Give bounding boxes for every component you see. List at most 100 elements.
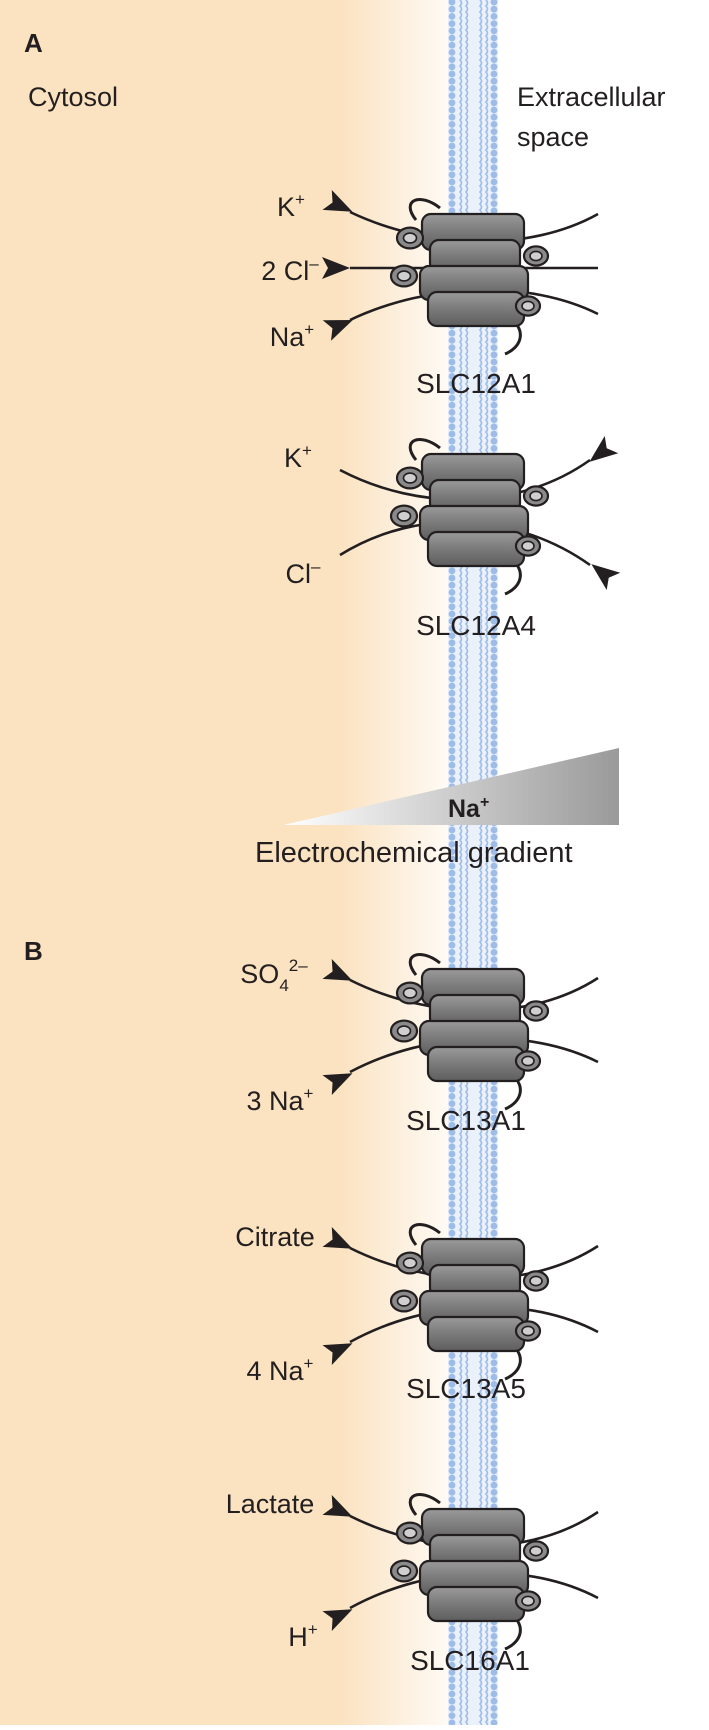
lipid-head: [448, 1683, 456, 1691]
lipid-head: [448, 1676, 456, 1683]
lipid-head: [490, 682, 498, 690]
lipid-head: [448, 617, 456, 625]
lipid-head: [490, 351, 498, 359]
lipid-head: [448, 92, 456, 99]
lipid-head: [490, 675, 498, 683]
lipid-head: [490, 1661, 498, 1669]
lipid-head: [490, 49, 498, 56]
lipid-head: [448, 689, 456, 697]
lipid-head: [448, 1201, 456, 1208]
lipid-head: [490, 769, 498, 776]
lipid-head: [448, 661, 456, 668]
lipid-head: [448, 1114, 456, 1122]
helix-cylinder: [426, 1045, 526, 1083]
lipid-head: [448, 20, 456, 27]
arrowhead: [322, 1494, 353, 1517]
lipid-head: [490, 1697, 498, 1705]
lipid-head: [448, 1445, 456, 1453]
lipid-head: [448, 358, 456, 366]
lipid-head: [490, 841, 498, 848]
lipid-head: [490, 934, 498, 942]
lipid-head: [448, 99, 456, 107]
lipid-head: [490, 70, 498, 78]
lipid-head: [448, 941, 456, 949]
lipid-head: [448, 1460, 456, 1467]
lipid-head: [448, 394, 456, 402]
lipid-head: [448, 430, 456, 438]
lipid-head: [490, 358, 498, 366]
lipid-head: [490, 1460, 498, 1467]
lipid-head: [490, 135, 498, 143]
lipid-head: [490, 697, 498, 704]
lipid-head: [448, 113, 456, 121]
lipid-head: [448, 905, 456, 913]
transporter-slc12a4: K+ Cl– SLC12A4: [284, 438, 591, 641]
lipid-head: [448, 445, 456, 452]
lipid-head: [448, 826, 456, 834]
lipid-head: [448, 41, 456, 49]
extracellular-label-line2: space: [517, 122, 589, 152]
lipid-head: [490, 1409, 498, 1417]
lipid-head: [448, 1654, 456, 1662]
lipid-head: [448, 747, 456, 755]
lipid-head: [448, 70, 456, 78]
lipid-head: [490, 1705, 498, 1712]
lipid-head: [490, 171, 498, 179]
helix-loop-inner: [396, 1295, 412, 1307]
lipid-head: [448, 956, 456, 963]
ion-label-3na: 3 Na+: [247, 1084, 314, 1116]
lipid-head: [490, 704, 498, 711]
transporter-protein: [389, 953, 550, 1111]
lipid-head: [490, 1654, 498, 1662]
protein-terminus: [408, 1223, 441, 1246]
ion-label-so4: SO42–: [240, 956, 308, 995]
protein-terminus: [408, 438, 441, 461]
lipid-head: [448, 1438, 456, 1446]
lipid-head: [448, 34, 456, 42]
lipid-head: [448, 1496, 456, 1503]
lipid-head: [448, 646, 456, 654]
lipid-head: [490, 1453, 498, 1460]
lipid-head: [448, 329, 456, 337]
lipid-head: [448, 1669, 456, 1676]
lipid-head: [490, 437, 498, 445]
lipid-head: [448, 56, 456, 63]
lipid-head: [448, 855, 456, 863]
lipid-head: [490, 63, 498, 71]
lipid-head: [490, 1625, 498, 1633]
lipid-head: [448, 0, 456, 6]
helix-loop-inner: [402, 1527, 418, 1539]
lipid-head: [490, 754, 498, 762]
lipid-head: [490, 1676, 498, 1683]
lipid-head: [448, 1388, 456, 1395]
lipid-head: [490, 1157, 498, 1165]
lipid-head: [490, 927, 498, 935]
lipid-head: [490, 949, 498, 956]
lipid-head: [448, 891, 456, 899]
lipid-head: [448, 1085, 456, 1093]
lipid-head: [448, 761, 456, 769]
lipid-head: [490, 689, 498, 697]
lipid-head: [448, 380, 456, 387]
lipid-head: [490, 99, 498, 107]
arrowhead: [322, 1609, 353, 1632]
lipid-head: [490, 106, 498, 114]
lipid-head: [490, 610, 498, 618]
lipid-head: [448, 77, 456, 85]
lipid-head: [448, 365, 456, 373]
lipid-head: [490, 725, 498, 733]
gradient-caption: Electrochemical gradient: [255, 837, 573, 869]
lipid-head: [490, 1424, 498, 1431]
lipid-head: [490, 1215, 498, 1223]
lipid-head: [448, 344, 456, 351]
lipid-head: [490, 1640, 498, 1647]
lipid-head: [490, 344, 498, 351]
lipid-head: [490, 833, 498, 841]
lipid-head: [490, 193, 498, 200]
lipid-head: [490, 653, 498, 661]
lipid-head: [448, 927, 456, 935]
lipid-head: [448, 207, 456, 215]
helix-loop-inner: [402, 987, 418, 999]
lipid-head: [448, 185, 456, 193]
